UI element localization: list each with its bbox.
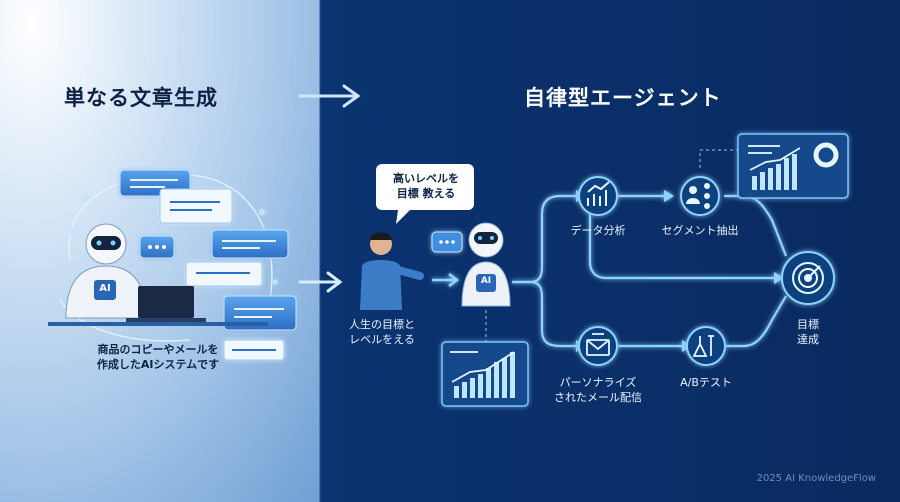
node-label-personalize: パーソナライズ されたメール配信	[538, 376, 658, 406]
node-label-personalize-line1: パーソナライズ	[559, 376, 637, 389]
left-caption-line2: 作成したAIシステムです	[96, 358, 220, 372]
left-caption: 商品のコピーやメールを 作成したAIシステムです	[44, 342, 272, 373]
bar-chart-icon	[441, 341, 529, 407]
laptop-icon	[126, 286, 206, 322]
node-label-personalize-line2: されたメール配信	[554, 390, 642, 404]
node-label-goal: 目標 達成	[784, 318, 832, 348]
node-label-data-analysis: データ分析	[570, 224, 626, 237]
person-icon	[360, 232, 424, 310]
flow-arrow-icon	[432, 273, 460, 287]
users-icon	[686, 183, 710, 209]
right-title: 自律型エージェント	[524, 86, 722, 110]
human-caption: 人生の目標と レベルをえる	[334, 318, 430, 348]
human-caption-line1: 人生の目標と	[349, 318, 415, 331]
left-caption-line1: 商品のコピーやメールを	[97, 343, 219, 356]
left-robot-chip: AI	[99, 283, 111, 294]
bar-chart-icon	[587, 181, 610, 206]
orbit-dots	[69, 173, 278, 285]
flask-icon	[692, 335, 714, 357]
robot-icon	[461, 222, 511, 307]
right-robot-chip: AI	[480, 276, 492, 286]
robot-icon	[65, 223, 147, 319]
node-label-ab-test: A/Bテスト	[680, 376, 732, 389]
flow-lines	[512, 194, 788, 348]
speech-bubble-text: 高いレベルを 目標 教える	[382, 171, 470, 202]
flow-arrow-icon	[298, 271, 343, 293]
desk	[48, 322, 268, 326]
node-label-goal-line1: 目標	[797, 318, 819, 331]
dashboard-icon	[737, 133, 849, 199]
target-icon	[792, 262, 824, 294]
footer-credit: 2025 AI KnowledgeFlow	[756, 473, 876, 484]
human-caption-line2: レベルをえる	[349, 332, 415, 346]
chat-bubble-icon	[431, 231, 463, 253]
title-arrow-icon	[298, 84, 361, 108]
left-title: 単なる文章生成	[64, 86, 218, 110]
speech-line1: 高いレベルを	[393, 172, 459, 185]
speech-line2: 目標 教える	[396, 187, 456, 201]
arrowheads	[576, 190, 784, 352]
email-icon	[586, 333, 610, 356]
speech-bubble-icon	[376, 164, 474, 224]
node-label-segment: セグメント抽出	[661, 224, 739, 237]
node-label-goal-line2: 達成	[797, 332, 819, 346]
chat-bubble-icon	[119, 169, 297, 361]
